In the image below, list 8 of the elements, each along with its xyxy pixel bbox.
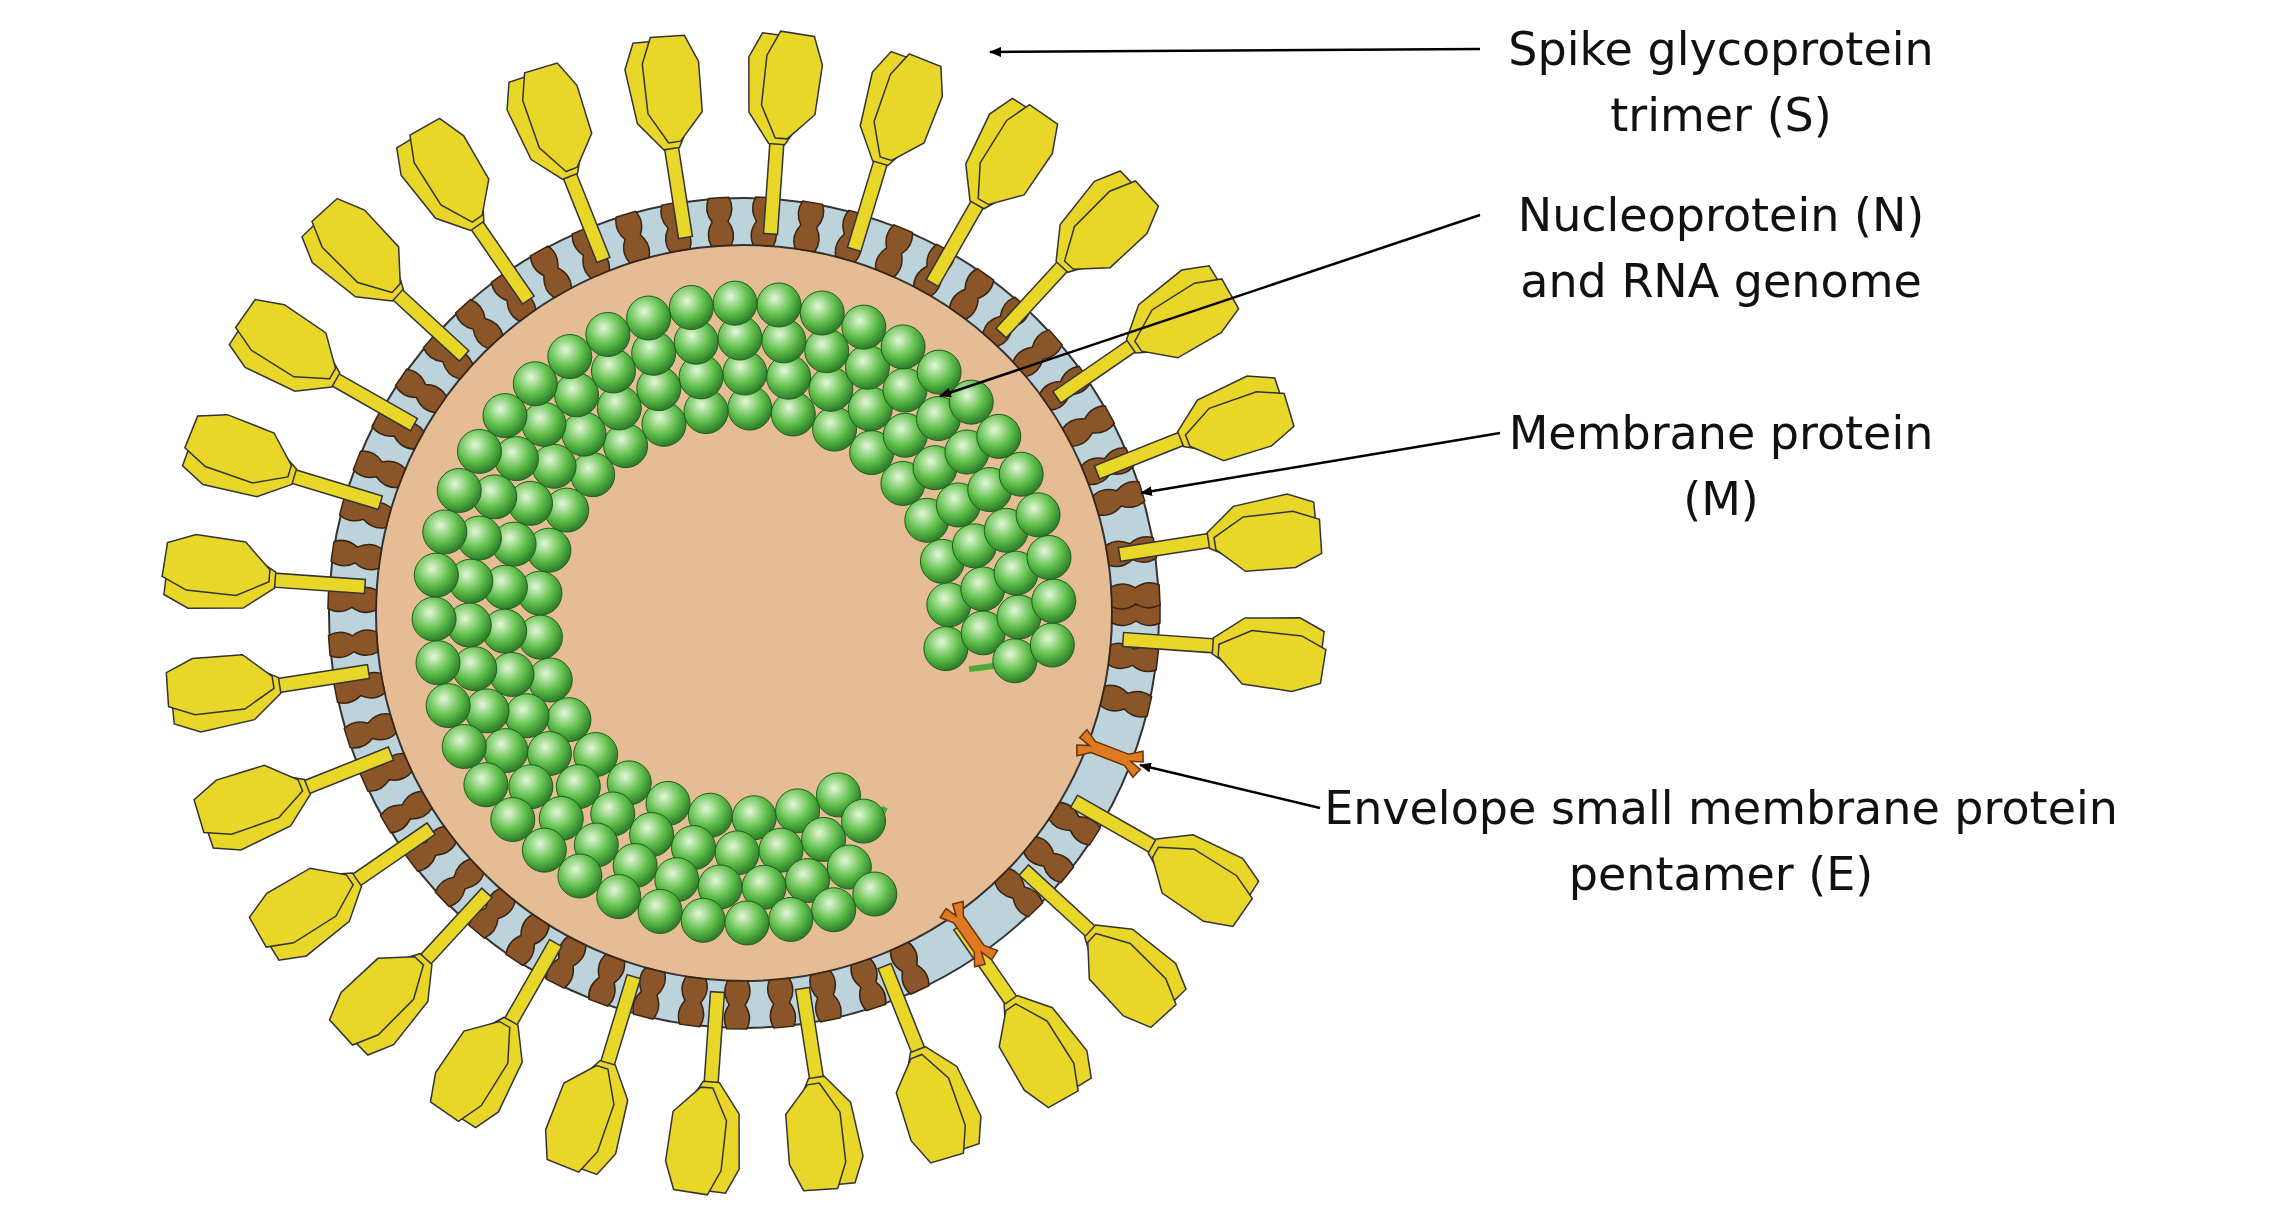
part-label: Envelope small membrane protein pentamer (E) xyxy=(1321,775,2121,907)
part-label: Membrane protein (M) xyxy=(1501,400,1941,532)
leader-line xyxy=(1140,431,1501,497)
leader-line xyxy=(939,213,1481,398)
leader-line xyxy=(989,46,1480,57)
part-label: Nucleoprotein (N) and RNA genome xyxy=(1481,182,1961,314)
part-label: Spike glycoprotein trimer (S) xyxy=(1481,16,1961,148)
leader-line xyxy=(1139,762,1321,810)
